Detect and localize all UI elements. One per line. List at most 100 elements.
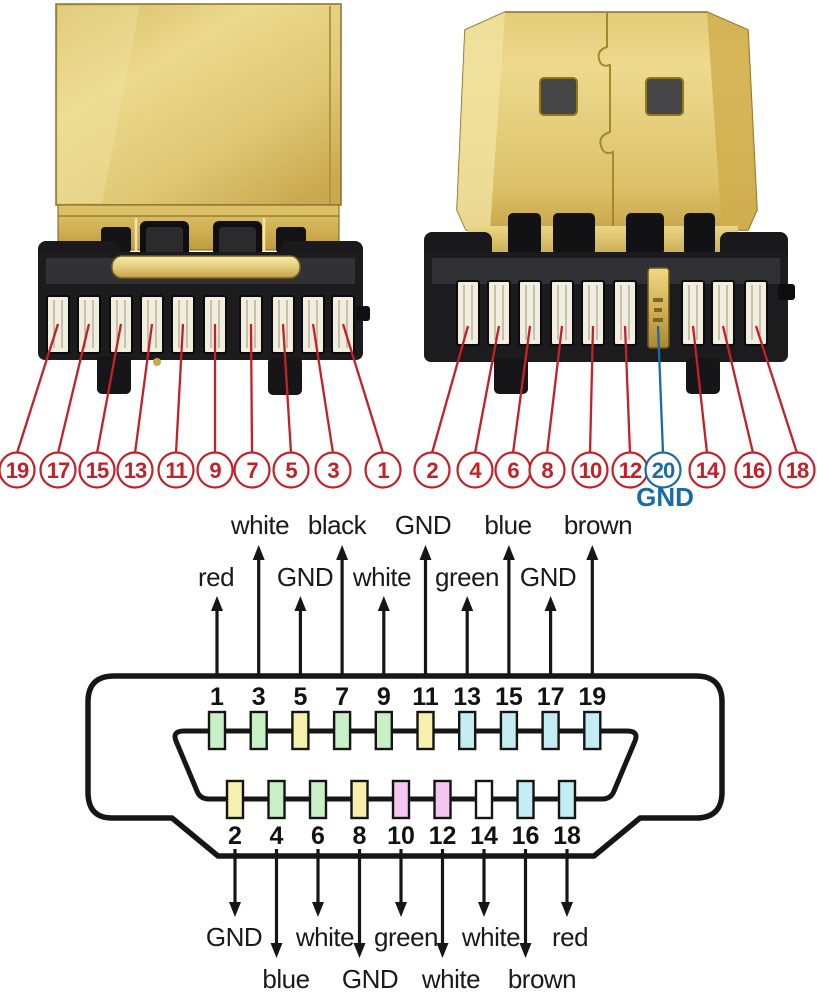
pin-number: 17 — [537, 683, 565, 711]
pin-rect — [291, 710, 310, 751]
gold-latch-bar — [111, 255, 301, 279]
diagram-pin-18: 18 — [553, 779, 581, 850]
shell-hole-left — [539, 77, 578, 116]
callout-number: 6 — [507, 458, 519, 483]
pin-arrow-3 — [252, 545, 265, 676]
pin-number: 1 — [210, 683, 224, 711]
solder-slot — [681, 280, 705, 346]
wire-label-5: GND — [277, 562, 333, 592]
callout-circle — [778, 451, 816, 489]
pin-arrow-1 — [211, 596, 223, 676]
callout-number: 17 — [47, 458, 70, 483]
pin-number: 6 — [311, 822, 325, 850]
diagram-pin-8: 8 — [350, 779, 369, 850]
callout-number: 16 — [742, 458, 765, 483]
solder-slot — [518, 280, 542, 346]
pin-callout-2: 2 — [413, 325, 470, 489]
pin-number: 12 — [429, 822, 457, 850]
pin-arrow-15 — [502, 545, 515, 676]
mount-tabs — [97, 306, 370, 395]
callout-number: 2 — [426, 458, 438, 483]
wire-label-3: white — [230, 510, 289, 540]
diagram-pin-6: 6 — [308, 779, 328, 850]
pin-callout-8: 8 — [528, 325, 566, 489]
callout-circle — [0, 451, 36, 489]
wire-label-14: white — [461, 922, 520, 952]
pin-number: 13 — [453, 683, 481, 711]
pin-number: 7 — [335, 683, 349, 711]
pin-number: 10 — [387, 822, 415, 850]
connector-outer-outline — [85, 673, 725, 859]
diagram-pin-9: 9 — [374, 683, 393, 751]
pin-rect — [374, 710, 393, 751]
callout-number: 9 — [209, 458, 221, 483]
callout-number: 1 — [377, 458, 389, 483]
pin-arrow-13 — [461, 596, 474, 676]
solder-slot — [613, 280, 637, 346]
pin-arrow-18 — [561, 849, 573, 917]
shell-seam — [597, 13, 614, 228]
diagram-bottom-row: 2GND4blue6white8GND10green12white14white… — [206, 779, 589, 993]
pin-arrow-12 — [436, 849, 449, 958]
shell-right-facet — [707, 12, 757, 230]
solder-slot — [550, 280, 574, 346]
pin-number: 4 — [270, 822, 284, 850]
pin-rect — [474, 779, 494, 820]
callout-circle — [644, 451, 682, 489]
latch-clips — [508, 213, 715, 255]
pin-callout-12: 12 — [611, 325, 649, 489]
callout-number: 19 — [6, 458, 29, 483]
wire-label-9: white — [352, 562, 411, 592]
wire-label-18: red — [552, 922, 588, 952]
solder-slot — [456, 280, 480, 346]
mount-tabs — [494, 358, 720, 394]
pin-arrow-9 — [377, 596, 390, 676]
diagram-pin-13: 13 — [453, 683, 481, 751]
pin-arrow-6 — [312, 849, 324, 917]
plate-sheen — [58, 6, 140, 203]
callout-circle — [734, 451, 772, 489]
pinout-diagram: 1red3white5GND7black9white11GND13green15… — [85, 510, 725, 993]
pin-number: 5 — [293, 683, 307, 711]
wire-label-4: blue — [262, 964, 309, 993]
pin-arrow-14 — [478, 849, 490, 917]
gold-dot — [153, 358, 161, 366]
solder-pin-slots — [456, 280, 768, 346]
pin-rect — [557, 779, 577, 820]
callout-number: 3 — [327, 458, 339, 483]
wire-label-2: GND — [206, 922, 262, 952]
wire-label-15: blue — [484, 510, 531, 540]
wire-label-7: black — [308, 510, 368, 540]
pin-callout-4: 4 — [456, 325, 501, 489]
callout-circle — [456, 451, 494, 489]
pin-arrow-17 — [544, 596, 557, 676]
pin-rect — [308, 779, 328, 820]
pin-rect — [416, 710, 435, 751]
diagram-top-row: 1red3white5GND7black9white11GND13green15… — [198, 510, 633, 751]
pin-number: 15 — [495, 683, 523, 711]
callout-circle — [157, 451, 195, 489]
callout-circle — [39, 451, 77, 489]
diagram-pin-1: 1 — [207, 683, 227, 751]
pin-callout-11: 11 — [157, 323, 195, 489]
wire-label-11: GND — [395, 510, 451, 540]
pin-rect — [332, 710, 352, 751]
pin-rect — [516, 779, 535, 820]
pin-arrow-16 — [519, 849, 532, 958]
wire-label-19: brown — [564, 510, 632, 540]
wire-label-6: white — [295, 922, 354, 952]
callout-number: 14 — [696, 458, 720, 483]
wire-label-17: GND — [520, 562, 576, 592]
pin-arrow-10 — [395, 849, 407, 917]
diagram-pin-2: 2 — [225, 779, 245, 850]
callout-number: 10 — [579, 458, 602, 483]
wire-label-8: GND — [342, 964, 398, 993]
pin-rect — [225, 779, 245, 820]
pin-number: 3 — [252, 683, 266, 711]
callout-number: 18 — [786, 458, 809, 483]
wire-label-10: green — [374, 922, 438, 952]
callout-circle — [196, 451, 234, 489]
pin-callout-18: 18 — [754, 325, 816, 489]
